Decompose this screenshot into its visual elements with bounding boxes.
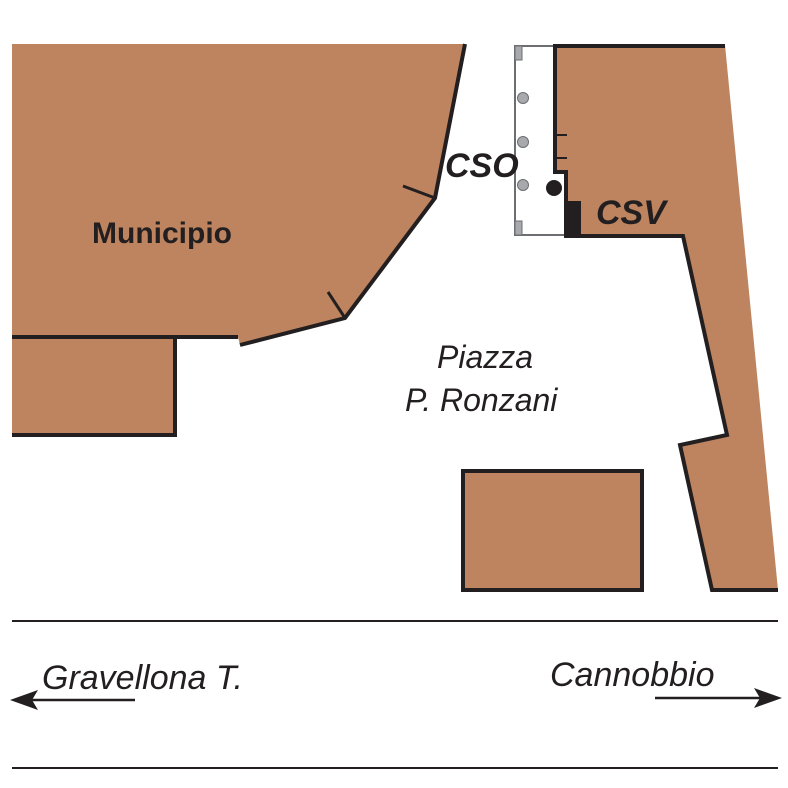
municipio-label: Municipio: [92, 217, 232, 250]
csv-marker: [566, 201, 581, 234]
building-lower-left: [12, 335, 238, 437]
cso-label: CSO: [445, 147, 519, 185]
municipio-building: [12, 43, 467, 347]
csv-label: CSV: [596, 194, 669, 232]
east-direction-label: Cannobbio: [550, 656, 714, 694]
building-right: [553, 44, 778, 592]
cso-building: [514, 45, 566, 236]
cso-marker: [546, 180, 562, 196]
piazza-label-line1: Piazza: [437, 339, 533, 375]
west-direction-label: Gravellona T.: [42, 659, 243, 697]
building-bottom: [461, 469, 644, 592]
piazza-label-line2: P. Ronzani: [405, 382, 558, 418]
arrow-left-icon: [10, 690, 135, 710]
arrow-right-icon: [655, 688, 782, 708]
